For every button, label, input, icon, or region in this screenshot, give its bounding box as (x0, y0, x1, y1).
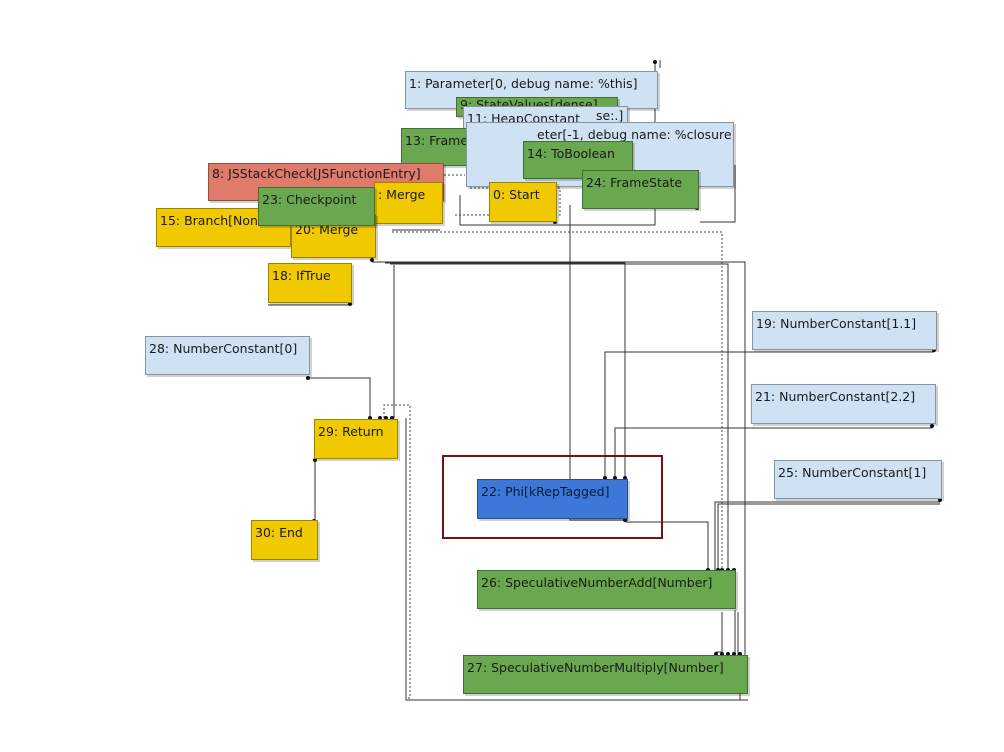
node-label: 14: ToBoolean (527, 146, 615, 161)
edge-dot (306, 376, 310, 380)
edge (716, 612, 723, 653)
node-return[interactable]: 29: Return (314, 419, 398, 459)
node-number-constant-2-2[interactable]: 21: NumberConstant[2.2] (751, 384, 936, 424)
node-number-constant-0[interactable]: 28: NumberConstant[0] (145, 336, 310, 375)
node-phi[interactable]: 22: Phi[kRepTagged] (477, 479, 628, 519)
edge (717, 503, 940, 570)
node-label: 30: End (255, 525, 303, 540)
heap-constant-clipped-text: se:.] (596, 108, 624, 123)
edge (714, 501, 940, 570)
edge-dot (348, 302, 352, 306)
node-label: 28: NumberConstant[0] (149, 341, 298, 356)
node-label: 19: NumberConstant[1.1] (756, 316, 917, 331)
edge (405, 418, 748, 701)
edge (383, 404, 411, 699)
node-label: 23: Checkpoint (262, 192, 357, 207)
edge (569, 205, 628, 521)
node-end[interactable]: 30: End (251, 520, 318, 560)
node-if-true[interactable]: 18: IfTrue (268, 263, 352, 303)
edge (390, 263, 729, 570)
node-speculative-number-multiply[interactable]: 27: SpeculativeNumberMultiply[Number] (463, 655, 748, 694)
edge-dot (313, 458, 317, 462)
edge-dot (653, 60, 657, 64)
node-label: 18: IfTrue (272, 268, 331, 283)
edge-dot (938, 498, 942, 502)
node-label: 29: Return (318, 424, 384, 439)
node-label: 0: Start (493, 187, 540, 202)
node-label: 21: NumberConstant[2.2] (755, 389, 916, 404)
edge (385, 262, 626, 478)
edge (700, 165, 736, 223)
edge (372, 261, 746, 655)
node-checkpoint[interactable]: 23: Checkpoint (258, 187, 375, 226)
edge-dot (370, 258, 374, 262)
edge (625, 521, 709, 570)
node-label: eter[-1, debug name: %closure] (537, 127, 734, 142)
selection-highlight (442, 455, 663, 539)
node-label: 8: JSStackCheck[JSFunctionEntry] (212, 166, 421, 181)
node-number-constant-1-1[interactable]: 19: NumberConstant[1.1] (752, 311, 937, 350)
node-to-boolean[interactable]: 14: ToBoolean (523, 141, 633, 179)
node-label: 26: SpeculativeNumberAdd[Number] (481, 575, 713, 590)
node-label: : Merge (378, 187, 426, 202)
edge (392, 231, 723, 570)
node-label: 27: SpeculativeNumberMultiply[Number] (467, 660, 724, 675)
node-label: 22: Phi[kRepTagged] (481, 484, 610, 499)
node-merge-16[interactable]: : Merge (374, 182, 443, 224)
node-number-constant-1[interactable]: 25: NumberConstant[1] (774, 460, 942, 499)
node-speculative-number-add[interactable]: 26: SpeculativeNumberAdd[Number] (477, 570, 736, 609)
node-start[interactable]: 0: Start (489, 182, 557, 222)
node-label: 15: Branch[None (160, 213, 266, 228)
node-label: 25: NumberConstant[1] (778, 465, 927, 480)
edge (392, 265, 395, 419)
edge (614, 427, 932, 478)
edge (604, 351, 934, 478)
edge-dot (930, 424, 934, 428)
node-label: 24: FrameState (586, 175, 683, 190)
node-frame-state-24[interactable]: 24: FrameState (582, 170, 699, 209)
edge (308, 377, 371, 418)
node-label: 1: Parameter[0, debug name: %this] (409, 76, 638, 91)
edge-dot (623, 518, 627, 522)
